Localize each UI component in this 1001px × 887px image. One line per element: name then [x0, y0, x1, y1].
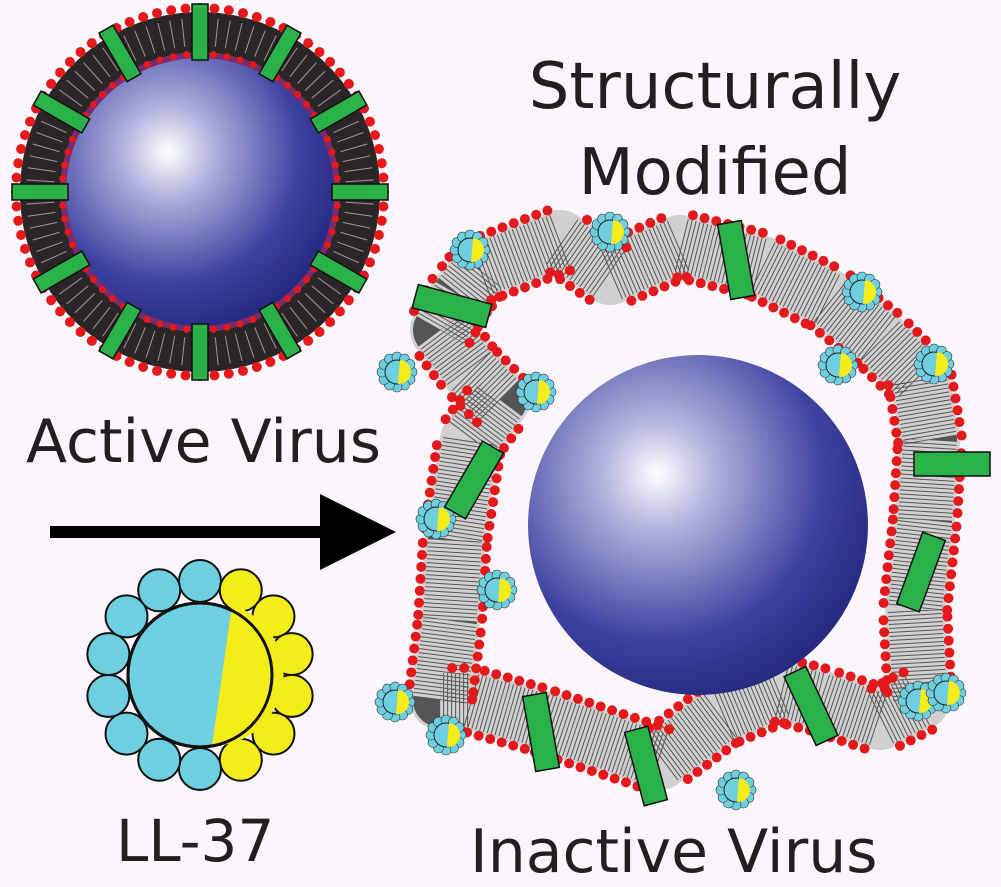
inactive-virus-label: Inactive Virus [470, 817, 878, 887]
active-virus-core [66, 58, 334, 326]
right-arrow-icon [50, 494, 396, 570]
modified-text: Modified [578, 136, 852, 210]
disrupted-virus-icon [374, 205, 991, 811]
active-virus-icon [11, 3, 389, 381]
structurally-text: Structurally [528, 50, 902, 124]
membrane-proteins [11, 3, 389, 381]
active-virus-label: Active Virus [26, 407, 382, 477]
ll37-label: LL-37 [116, 807, 275, 875]
structurally-modified-label: Structurally Modified [500, 44, 930, 216]
inactive-virus-core [528, 355, 868, 695]
membrane-proteins [411, 219, 991, 807]
ll37-peptide-icon [86, 559, 314, 791]
bound-peptides [374, 211, 967, 811]
